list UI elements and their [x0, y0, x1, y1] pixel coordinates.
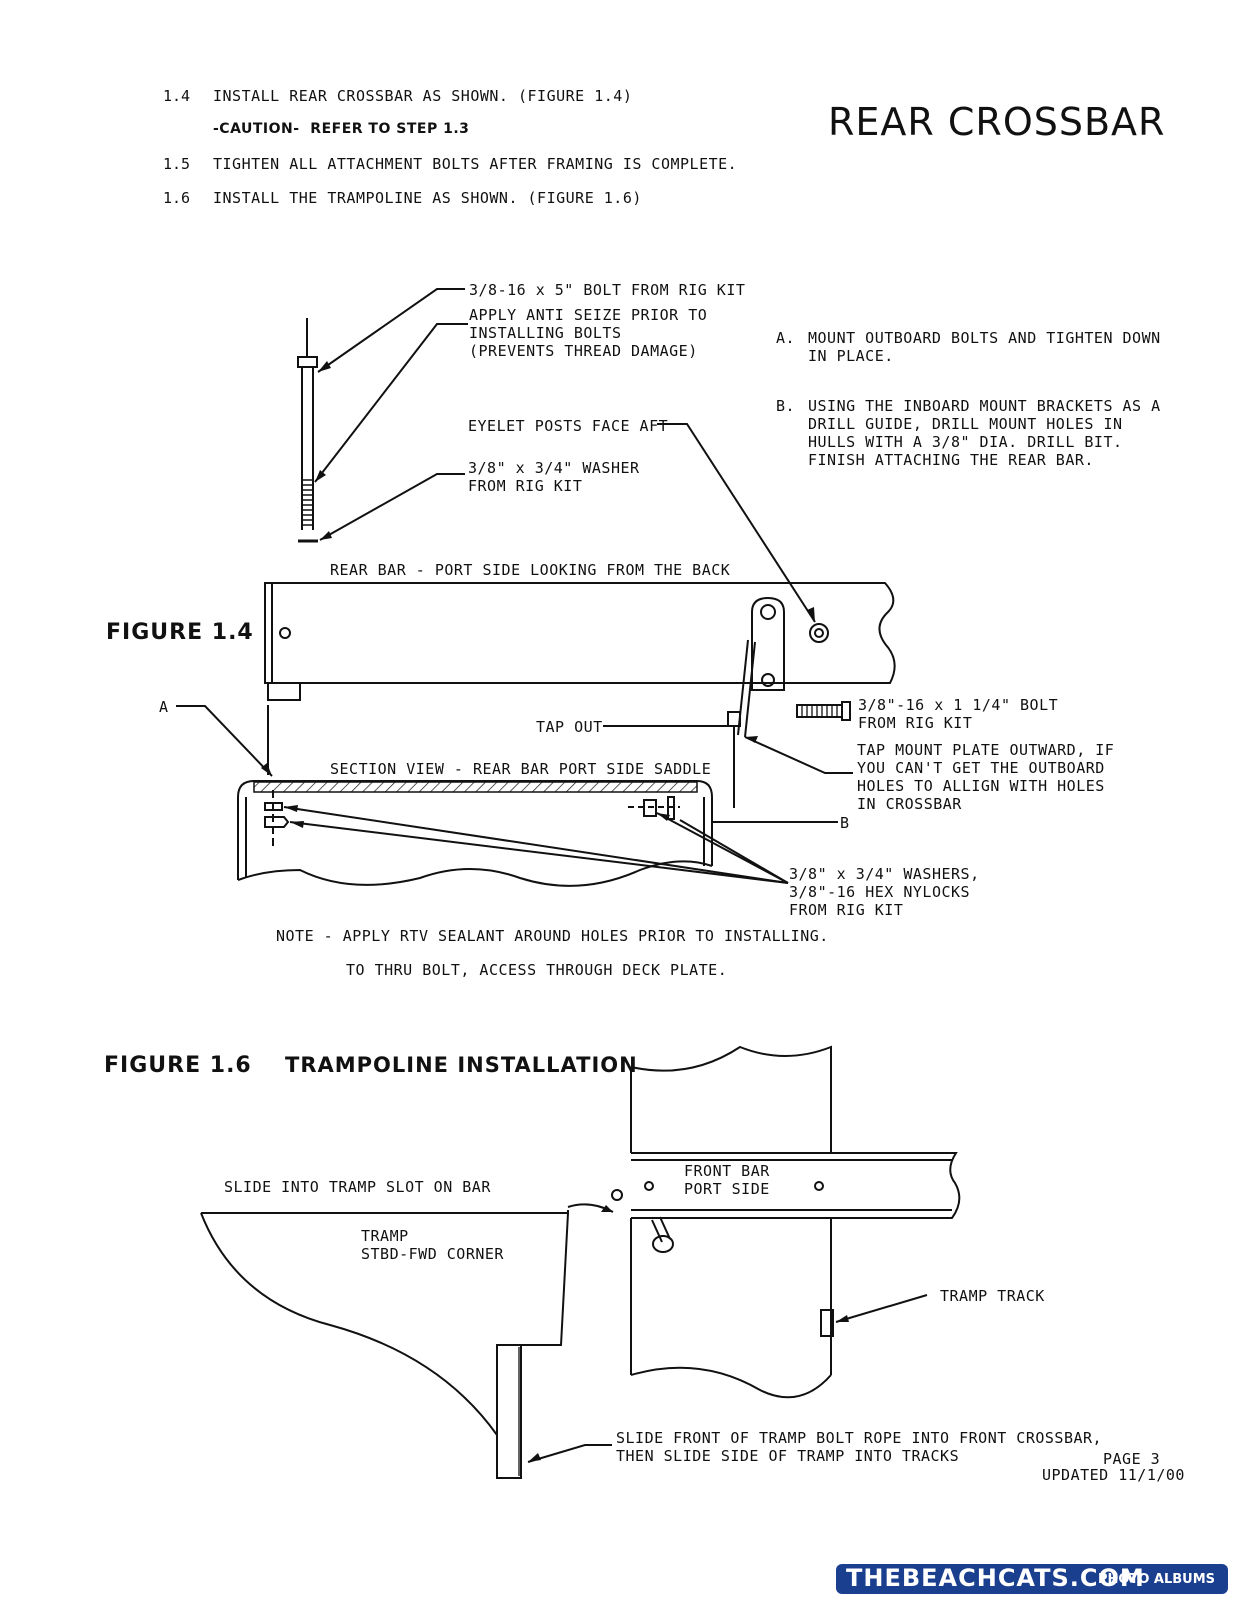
mount-plate [737, 596, 785, 738]
long-bolt [297, 318, 318, 543]
eyelet-callout: EYELET POSTS FACE AFT [468, 417, 669, 435]
step-text: INSTALL THE TRAMPOLINE AS SHOWN. (FIGURE… [213, 189, 642, 207]
front-bar-label: FRONT BAR PORT SIDE [684, 1162, 770, 1198]
slide-front-callout: SLIDE FRONT OF TRAMP BOLT ROPE INTO FRON… [616, 1429, 1103, 1465]
figure-1-6-title: TRAMPOLINE INSTALLATION [285, 1053, 638, 1077]
tramp-track [820, 1309, 834, 1337]
bolt-callout: 3/8-16 x 5" BOLT FROM RIG KIT [469, 281, 746, 299]
front-bar [611, 1152, 961, 1219]
section-view-label: SECTION VIEW - REAR BAR PORT SIDE SADDLE [330, 760, 712, 778]
slide-into-label: SLIDE INTO TRAMP SLOT ON BAR [224, 1178, 491, 1196]
page-number: PAGE 3 [1103, 1450, 1161, 1468]
figure-1-4-label: FIGURE 1.4 [106, 620, 254, 645]
washer-callout: 3/8" x 3/4" WASHER FROM RIG KIT [468, 459, 640, 495]
step-number: 1.4 [163, 87, 191, 105]
figure-1-6-label: FIGURE 1.6 [104, 1053, 252, 1078]
watermark [836, 1564, 1228, 1594]
tap-mount-callout: TAP MOUNT PLATE OUTWARD, IF YOU CAN'T GE… [857, 741, 1115, 813]
caution-text: -CAUTION- REFER TO STEP 1.3 [213, 121, 470, 137]
tap-out-label: TAP OUT [536, 718, 603, 736]
small-bolt-callout: 3/8"-16 x 1 1/4" BOLT FROM RIG KIT [858, 696, 1059, 732]
tramp-label: TRAMP STBD-FWD CORNER [361, 1227, 504, 1263]
saddle-section [237, 780, 713, 887]
rear-bar-label: REAR BAR - PORT SIDE LOOKING FROM THE BA… [330, 561, 731, 579]
watermark-sub: PHOTO ALBUMS [1098, 1572, 1216, 1587]
note-b-letter: B. [776, 397, 796, 415]
page-title: REAR CROSSBAR [828, 100, 1166, 144]
hull [630, 1045, 832, 1399]
note-a-letter: A. [776, 329, 796, 347]
step-number: 1.5 [163, 155, 191, 173]
rear-bar [264, 582, 896, 684]
step-text: TIGHTEN ALL ATTACHMENT BOLTS AFTER FRAMI… [213, 155, 738, 173]
small-bolt [796, 701, 851, 721]
note-a-text: MOUNT OUTBOARD BOLTS AND TIGHTEN DOWN IN… [808, 329, 1161, 365]
antiseize-callout: APPLY ANTI SEIZE PRIOR TO INSTALLING BOL… [469, 306, 708, 360]
step-number: 1.6 [163, 189, 191, 207]
knob [651, 1216, 674, 1253]
marker-b: B [840, 814, 850, 832]
marker-a: A [159, 698, 169, 716]
washers-callout: 3/8" x 3/4" WASHERS, 3/8"-16 HEX NYLOCKS… [789, 865, 980, 919]
thru-bolt-note: TO THRU BOLT, ACCESS THROUGH DECK PLATE. [346, 961, 728, 979]
tramp-track-label: TRAMP TRACK [940, 1287, 1045, 1305]
rtv-note: NOTE - APPLY RTV SEALANT AROUND HOLES PR… [276, 927, 829, 945]
step-text: INSTALL REAR CROSSBAR AS SHOWN. (FIGURE … [213, 87, 633, 105]
note-b-text: USING THE INBOARD MOUNT BRACKETS AS A DR… [808, 397, 1161, 469]
updated-date: UPDATED 11/1/00 [1042, 1466, 1185, 1484]
watermark-text: THEBEACHCATS.COM [846, 1564, 1145, 1592]
tramp [200, 1210, 569, 1479]
